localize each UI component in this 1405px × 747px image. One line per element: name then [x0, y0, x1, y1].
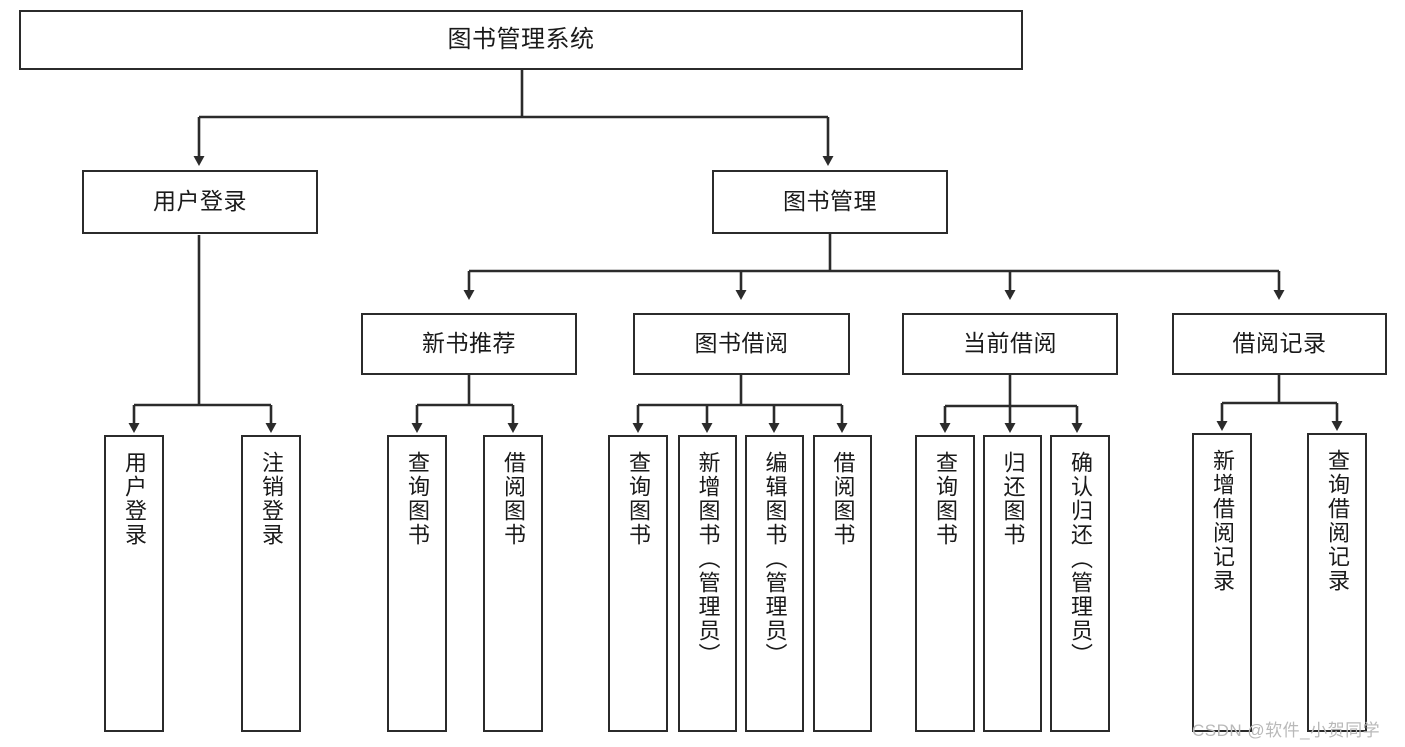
- node-book-borrow-label: 图书借阅: [694, 330, 789, 357]
- leaf-book-borrow-edit[interactable]: 编辑图书（管理员）: [745, 435, 804, 732]
- node-new-book-recommend-label: 新书推荐: [422, 330, 516, 357]
- leaf-borrow-record-add[interactable]: 新增借阅记录: [1192, 433, 1252, 732]
- leaf-current-borrow-return-label: 归还图书: [1000, 451, 1026, 547]
- leaf-book-borrow-add-label: 新增图书（管理员）: [695, 451, 721, 667]
- leaf-user-login-signin[interactable]: 用户登录: [104, 435, 164, 732]
- leaf-book-borrow-add[interactable]: 新增图书（管理员）: [678, 435, 737, 732]
- leaf-new-book-borrow-label: 借阅图书: [501, 451, 526, 547]
- node-book-management[interactable]: 图书管理: [712, 170, 948, 234]
- leaf-new-book-query-label: 查询图书: [405, 451, 430, 547]
- leaf-current-borrow-return[interactable]: 归还图书: [983, 435, 1042, 732]
- leaf-current-borrow-query-label: 查询图书: [933, 451, 958, 547]
- node-book-borrow[interactable]: 图书借阅: [633, 313, 850, 375]
- node-borrow-record[interactable]: 借阅记录: [1172, 313, 1387, 375]
- node-current-borrow-label: 当前借阅: [963, 330, 1057, 357]
- leaf-user-login-signin-label: 用户登录: [122, 451, 147, 547]
- leaf-current-borrow-query[interactable]: 查询图书: [915, 435, 975, 732]
- node-current-borrow[interactable]: 当前借阅: [902, 313, 1118, 375]
- leaf-borrow-record-query[interactable]: 查询借阅记录: [1307, 433, 1367, 732]
- node-user-login-label: 用户登录: [153, 188, 247, 215]
- leaf-user-login-signout[interactable]: 注销登录: [241, 435, 301, 732]
- leaf-current-borrow-confirm-return-label: 确认归还（管理员）: [1068, 451, 1093, 667]
- leaf-borrow-record-query-label: 查询借阅记录: [1325, 449, 1350, 593]
- node-borrow-record-label: 借阅记录: [1232, 330, 1327, 357]
- leaf-book-borrow-edit-label: 编辑图书（管理员）: [762, 451, 788, 667]
- leaf-book-borrow-query[interactable]: 查询图书: [608, 435, 668, 732]
- leaf-book-borrow-query-label: 查询图书: [626, 451, 651, 547]
- leaf-book-borrow-lend[interactable]: 借阅图书: [813, 435, 872, 732]
- csdn-watermark: CSDN @软件_小贺同学: [1192, 721, 1381, 740]
- leaf-new-book-query[interactable]: 查询图书: [387, 435, 447, 732]
- leaf-new-book-borrow[interactable]: 借阅图书: [483, 435, 543, 732]
- node-book-management-label: 图书管理: [783, 188, 877, 215]
- node-new-book-recommend[interactable]: 新书推荐: [361, 313, 577, 375]
- leaf-user-login-signout-label: 注销登录: [259, 451, 284, 547]
- leaf-book-borrow-lend-label: 借阅图书: [830, 451, 856, 547]
- leaf-current-borrow-confirm-return[interactable]: 确认归还（管理员）: [1050, 435, 1110, 732]
- node-root[interactable]: 图书管理系统: [19, 10, 1023, 70]
- node-user-login[interactable]: 用户登录: [82, 170, 318, 234]
- leaf-borrow-record-add-label: 新增借阅记录: [1210, 449, 1235, 593]
- node-root-label: 图书管理系统: [447, 25, 595, 53]
